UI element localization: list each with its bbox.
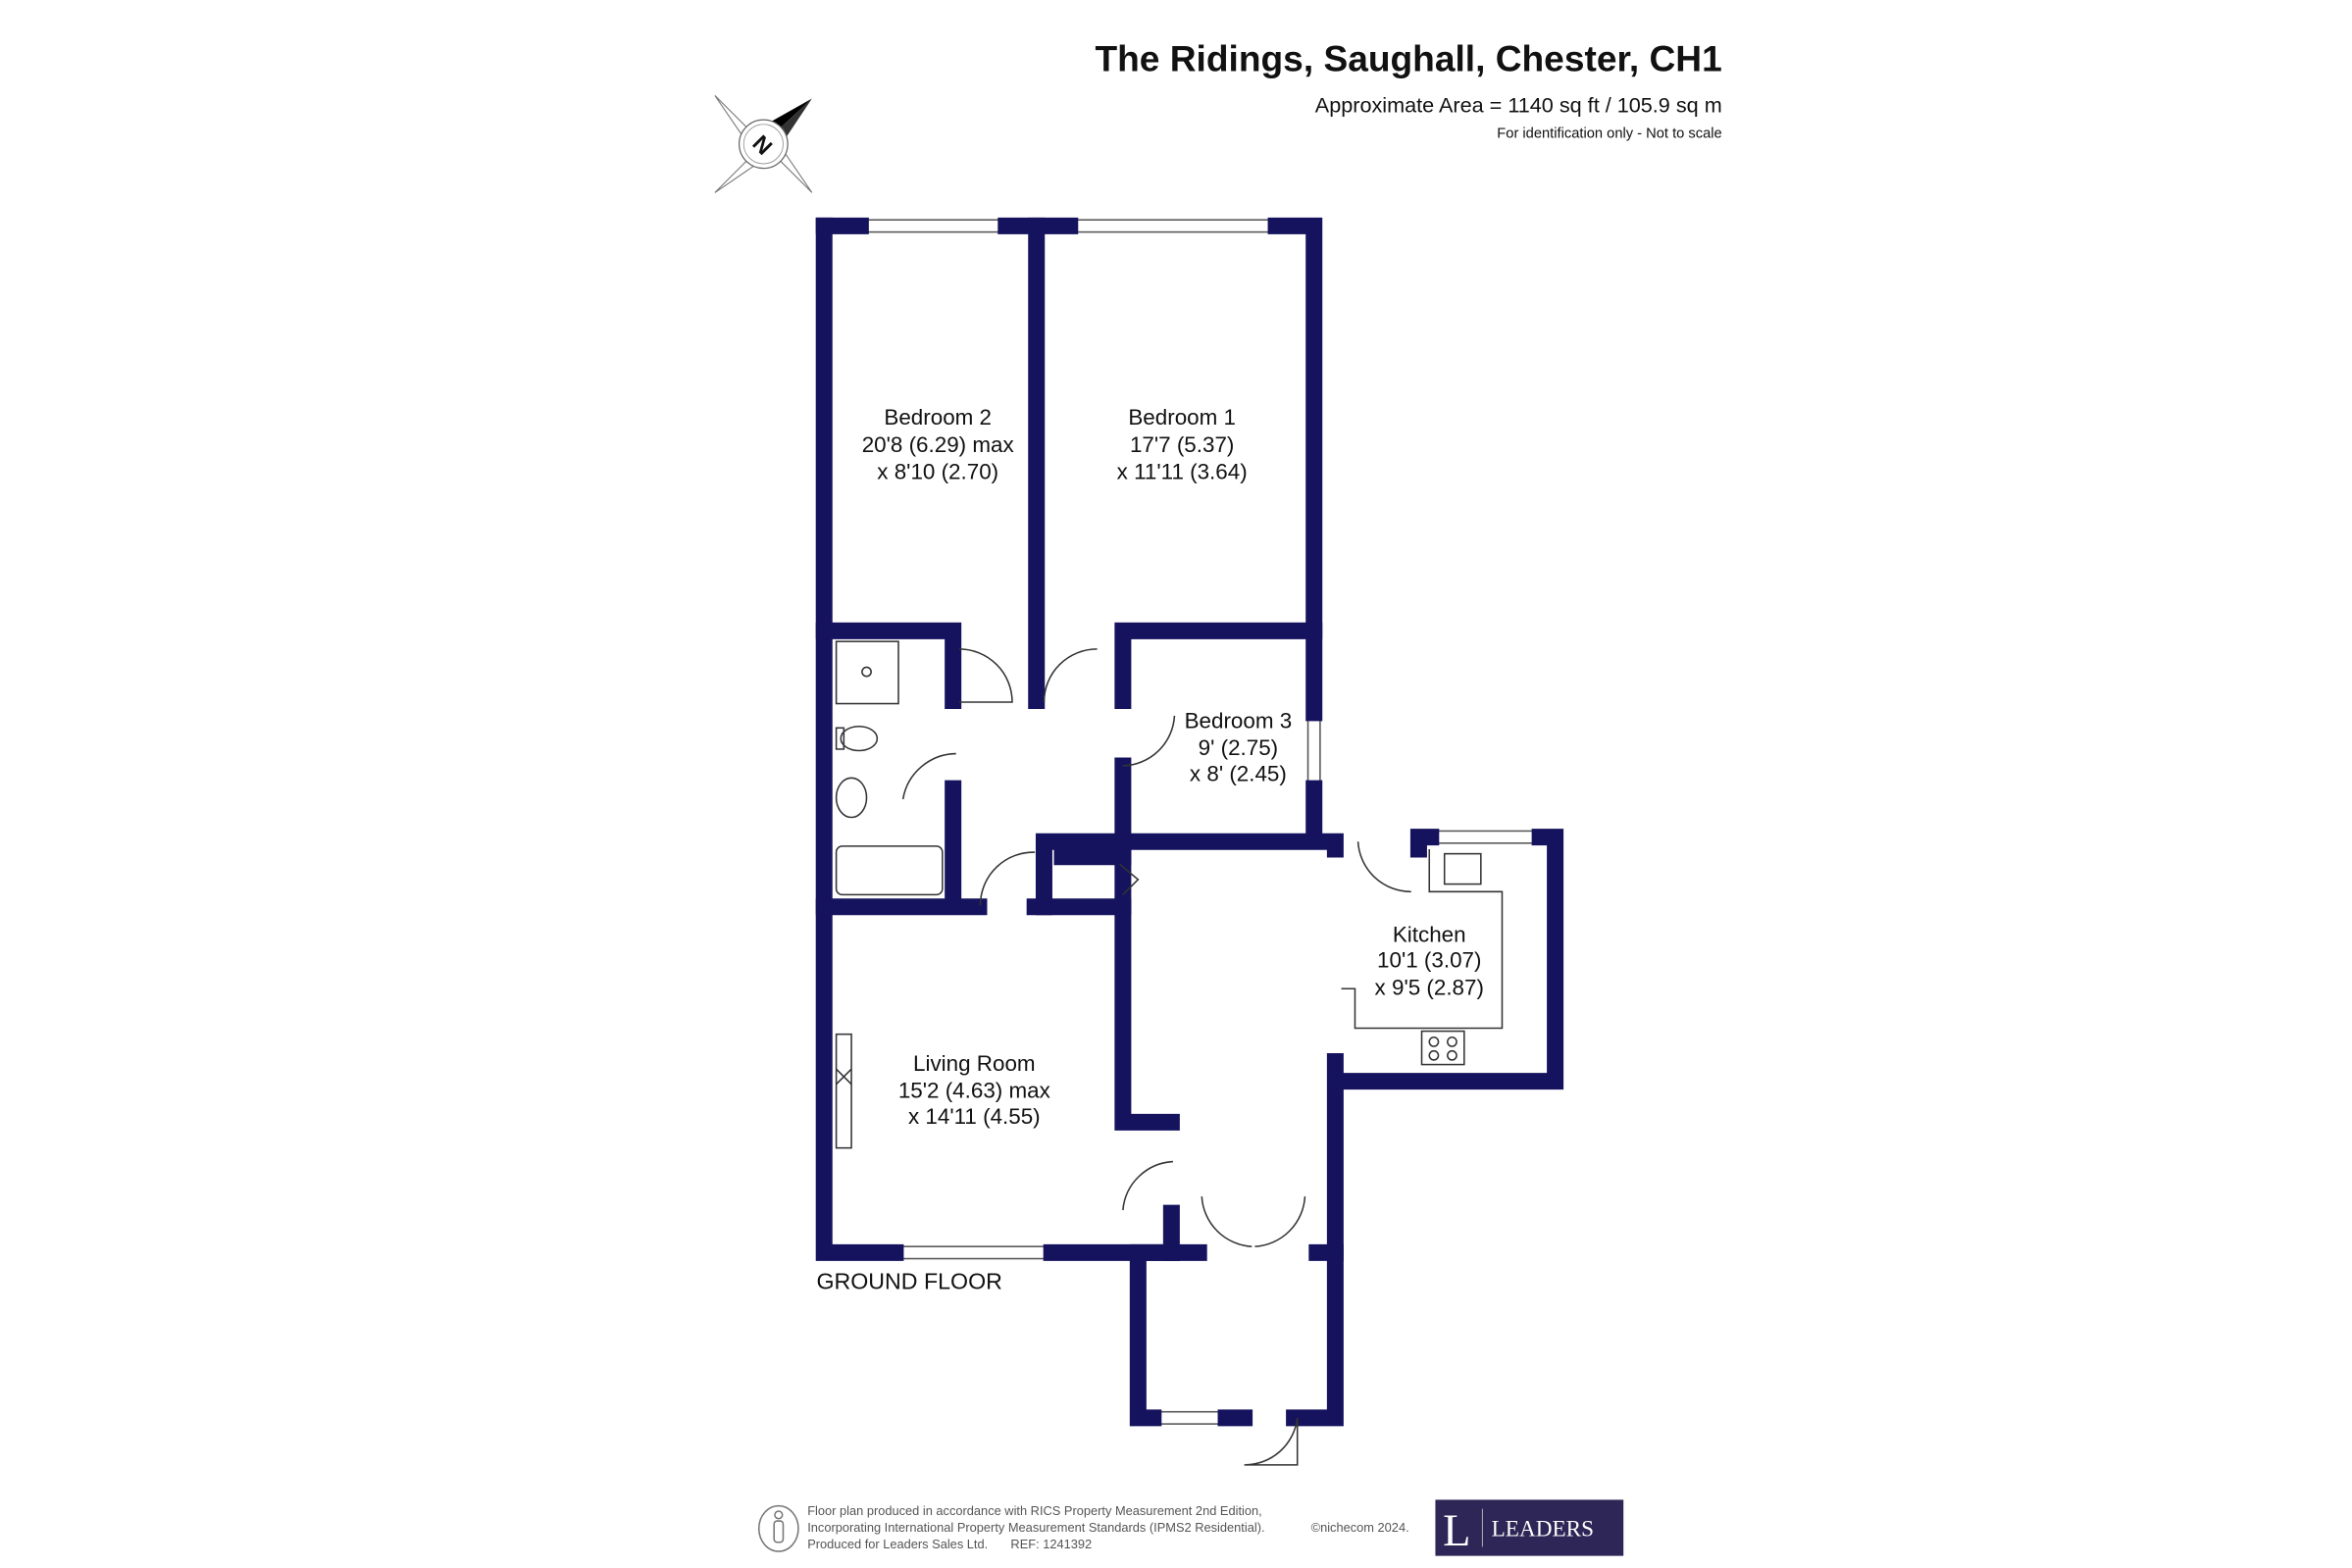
room-label-bedroom-2: Bedroom 2 20'8 (6.29) max x 8'10 (2.70) <box>862 405 1014 484</box>
svg-text:LEADERS: LEADERS <box>1492 1517 1594 1543</box>
svg-text:x 9'5 (2.87): x 9'5 (2.87) <box>1375 975 1484 999</box>
svg-text:Incorporating International Pr: Incorporating International Property Mea… <box>807 1520 1264 1535</box>
property-title: The Ridings, Saughall, Chester, CH1 <box>1095 38 1721 79</box>
windows <box>859 219 1541 1425</box>
leaders-logo: L LEADERS <box>1435 1499 1624 1556</box>
svg-text:17'7 (5.37): 17'7 (5.37) <box>1130 432 1234 457</box>
shower-icon <box>835 640 899 705</box>
svg-text:x 8' (2.45): x 8' (2.45) <box>1190 761 1287 785</box>
area-text: Approximate Area = 1140 sq ft / 105.9 sq… <box>1315 92 1722 117</box>
doors <box>901 648 1411 1466</box>
svg-text:9' (2.75): 9' (2.75) <box>1199 735 1279 760</box>
hob-icon <box>1420 1030 1465 1066</box>
person-icon <box>757 1504 799 1552</box>
svg-text:15'2 (4.63) max: 15'2 (4.63) max <box>898 1079 1050 1103</box>
room-label-kitchen: Kitchen 10'1 (3.07) x 9'5 (2.87) <box>1375 922 1484 999</box>
north-compass-icon: N <box>714 95 813 193</box>
svg-text:Bedroom 2: Bedroom 2 <box>884 405 992 430</box>
svg-text:Living Room: Living Room <box>913 1051 1036 1076</box>
fixtures <box>835 640 1504 1149</box>
svg-text:Bedroom 1: Bedroom 1 <box>1128 405 1236 430</box>
svg-text:10'1 (3.07): 10'1 (3.07) <box>1377 948 1481 973</box>
room-label-living-room: Living Room 15'2 (4.63) max x 14'11 (4.5… <box>898 1051 1050 1129</box>
svg-text:REF: 1241392: REF: 1241392 <box>1010 1537 1092 1551</box>
svg-text:x 8'10 (2.70): x 8'10 (2.70) <box>877 460 998 484</box>
basin-icon <box>835 777 868 819</box>
svg-text:Floor plan produced in accorda: Floor plan produced in accordance with R… <box>807 1503 1261 1518</box>
room-label-bedroom-1: Bedroom 1 17'7 (5.37) x 11'11 (3.64) <box>1117 405 1248 484</box>
svg-text:20'8 (6.29) max: 20'8 (6.29) max <box>862 432 1014 457</box>
walls <box>815 217 1564 1427</box>
room-label-bedroom-3: Bedroom 3 9' (2.75) x 8' (2.45) <box>1185 708 1293 785</box>
disclaimer-text: For identification only - Not to scale <box>1497 126 1721 142</box>
sink-icon <box>1443 852 1482 885</box>
toilet-icon <box>840 725 879 752</box>
svg-text:x 14'11 (4.55): x 14'11 (4.55) <box>908 1104 1041 1129</box>
svg-text:x 11'11 (3.64): x 11'11 (3.64) <box>1117 460 1248 484</box>
floor-label: GROUND FLOOR <box>816 1268 1001 1293</box>
svg-text:Bedroom 3: Bedroom 3 <box>1185 708 1293 733</box>
footer-text: Floor plan produced in accordance with R… <box>807 1503 1408 1551</box>
svg-text:Produced for Leaders Sales Ltd: Produced for Leaders Sales Ltd. <box>807 1537 988 1551</box>
svg-text:©nichecom 2024.: ©nichecom 2024. <box>1311 1520 1409 1535</box>
svg-text:L: L <box>1443 1506 1470 1556</box>
svg-text:Kitchen: Kitchen <box>1393 922 1466 946</box>
bath-icon <box>835 845 944 896</box>
